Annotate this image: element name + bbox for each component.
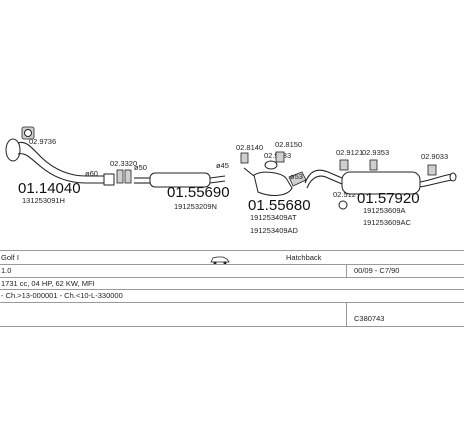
table-divider [0, 326, 464, 327]
table-divider [346, 302, 347, 326]
clamp-3-label: 02.8140 [236, 143, 263, 152]
diameter-53-label: ø53 [290, 172, 303, 181]
code-cell: C380743 [354, 314, 385, 323]
front-pipe-sleeve [103, 173, 115, 186]
clamp-2-icon [116, 169, 132, 184]
clamp-9-label: 02.512 [333, 190, 356, 199]
oem-number-rear-silencer-2: 191253609AC [363, 218, 412, 227]
part-number-middle-silencer: 01.55690 [167, 184, 230, 201]
clamp-2-label: 02.3320 [110, 159, 137, 168]
clamp-1-icon [21, 126, 35, 140]
oem-number-centre-silencer-2: 191253409AD [250, 226, 299, 235]
part-number-rear-silencer: 01.57920 [357, 190, 420, 207]
rear-silencer-body [341, 171, 421, 195]
clamp-3-icon [240, 152, 249, 164]
centre-silencer-body [253, 171, 293, 196]
diameter-50-label: ø50 [134, 163, 147, 172]
table-divider [0, 302, 464, 303]
clamp-6-icon [339, 159, 349, 171]
front-pipe-flange [5, 138, 21, 162]
middle-silencer-body [149, 172, 211, 188]
clamp-8-label: 02.9033 [421, 152, 448, 161]
model-cell: Golf I [1, 253, 19, 262]
table-divider [0, 264, 464, 265]
clamp-6-label: 02.9121 [336, 148, 363, 157]
tail-pipe-end [449, 172, 457, 182]
front-pipe-lower [17, 153, 112, 184]
spec-cell: 1731 cc, 04 HP, 62 KW, MFI [1, 279, 95, 288]
diameter-45-label: ø45 [216, 161, 229, 170]
rear-silencer-part [304, 169, 457, 195]
part-number-front-pipe: 01.14040 [18, 180, 81, 197]
oem-number-middle-silencer: 191253209N [174, 202, 217, 211]
front-pipe-part [5, 138, 115, 186]
table-divider [0, 289, 464, 290]
clamp-5-label: 02.8150 [275, 140, 302, 149]
engine-cell: 1.0 [1, 266, 12, 275]
clamp-7-icon [369, 159, 378, 171]
exhaust-system-diagram: 02.9736 ø60 01.14040 131253091H 02.3320 … [5, 126, 457, 235]
clamp-8-icon [427, 164, 437, 176]
clamp-7-label: 02.9353 [362, 148, 389, 157]
oem-number-rear-silencer-1: 191253609A [363, 206, 406, 215]
centre-silencer-part [243, 167, 307, 196]
front-pipe-upper [17, 141, 112, 177]
body-type-cell: Hatchback [286, 253, 322, 262]
clamp-5-icon [275, 151, 285, 163]
car-icon [210, 252, 230, 265]
table-divider [346, 264, 347, 277]
years-cell: 00/09 - C7/90 [354, 266, 400, 275]
table-divider [0, 250, 464, 251]
clamp-1-label: 02.9736 [29, 137, 56, 146]
table-divider [0, 277, 464, 278]
oem-number-centre-silencer-1: 191253409AT [250, 213, 297, 222]
oem-number-front-pipe: 131253091H [22, 196, 65, 205]
diameter-60-label: ø60 [85, 169, 98, 178]
clamp-4-icon [264, 160, 278, 170]
middle-silencer-part [134, 172, 226, 188]
clamp-9-icon [338, 200, 348, 210]
part-number-centre-silencer: 01.55680 [248, 197, 311, 214]
chassis-cell: - Ch.>13-000001 - Ch.<10-L-330000 [1, 291, 123, 300]
